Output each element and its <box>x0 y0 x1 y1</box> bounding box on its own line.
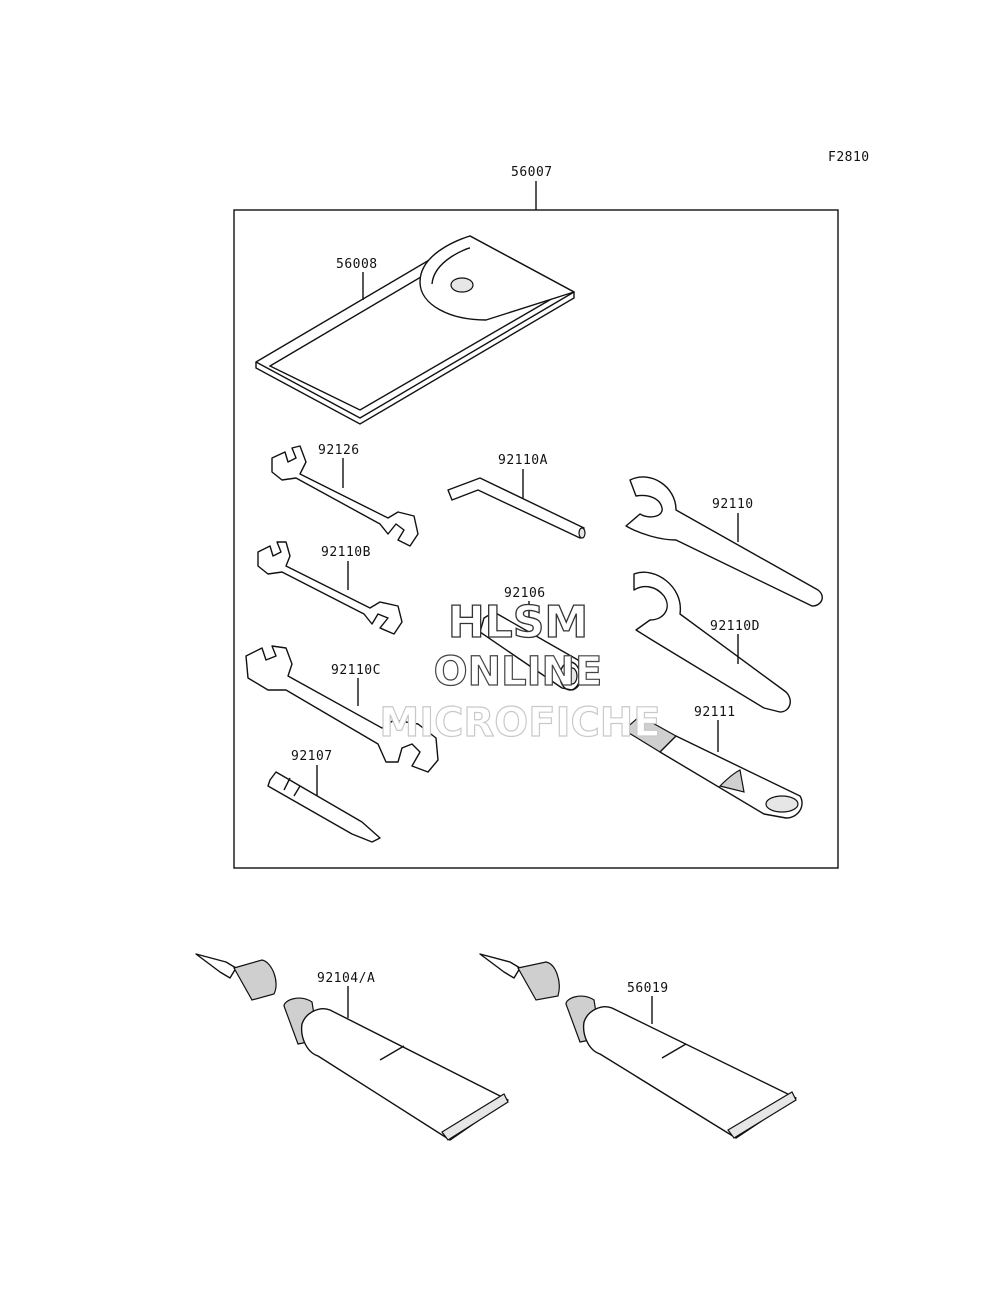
kit-box <box>233 209 839 869</box>
watermark-line-2: ONLINE <box>434 649 603 695</box>
plug-tool <box>479 611 583 691</box>
label-spanner-hook: 92110D <box>710 619 760 634</box>
label-tube-right: 56019 <box>627 981 669 996</box>
wrench-92110C <box>245 645 439 773</box>
label-wrench-small: 92126 <box>318 443 360 458</box>
grease-tube-left <box>195 953 509 1141</box>
watermark: HLSM ONLINE MICROFICHE <box>379 596 661 746</box>
spanner-92110 <box>625 476 823 607</box>
label-plug-tool: 92106 <box>504 586 546 601</box>
tool-pouch <box>255 235 575 425</box>
label-handle-tube: 92111 <box>694 705 736 720</box>
handle-tube <box>622 715 803 819</box>
figure-code: F2810 <box>828 150 870 165</box>
label-screwdriver-bit: 92107 <box>291 749 333 764</box>
grease-tube-right <box>479 953 797 1139</box>
label-hex-key: 92110A <box>498 453 548 468</box>
wrench-92126 <box>271 445 419 547</box>
label-wrench-large: 92110C <box>331 663 381 678</box>
label-wrench-medium: 92110B <box>321 545 371 560</box>
hook-spanner <box>633 571 791 713</box>
wrench-92110B <box>257 541 403 635</box>
label-spanner-large: 92110 <box>712 497 754 512</box>
screwdriver-bit <box>267 771 381 843</box>
kit-part-number: 56007 <box>511 165 553 180</box>
watermark-line-1: HLSM <box>448 597 588 648</box>
hex-key <box>447 477 586 539</box>
watermark-line-3: MICROFICHE <box>379 700 660 746</box>
label-tube-left: 92104/A <box>317 971 375 986</box>
label-pouch: 56008 <box>336 257 378 272</box>
